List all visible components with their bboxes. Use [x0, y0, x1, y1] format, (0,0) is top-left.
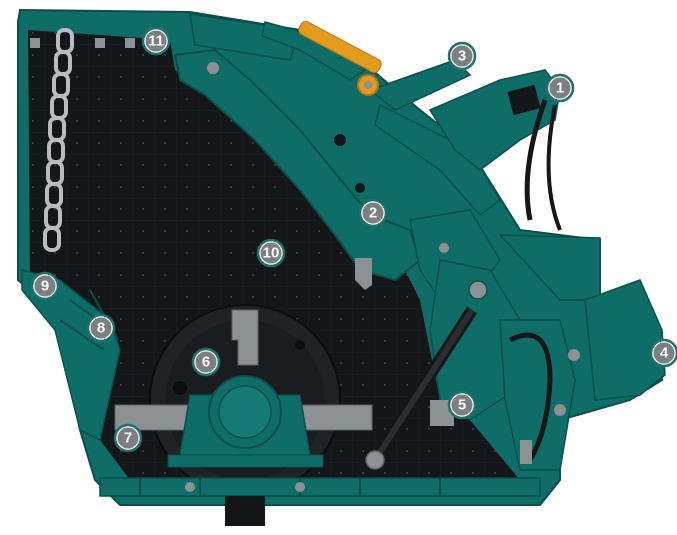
feed-chain	[43, 28, 74, 252]
callout-4: 4	[649, 338, 677, 368]
callout-2: 2	[358, 198, 388, 228]
callout-8-label: 8	[97, 320, 105, 337]
callout-2-label: 2	[369, 205, 377, 222]
rotor-bearing	[167, 375, 324, 468]
discharge-side-frame	[498, 234, 666, 471]
callout-11: 11	[141, 26, 171, 56]
callout-4-label: 4	[660, 345, 669, 362]
callout-6-label: 6	[202, 354, 210, 371]
callout-9-label: 9	[41, 278, 49, 295]
apron-adjustment-arm	[368, 59, 562, 231]
callout-6: 6	[191, 347, 221, 377]
primary-apron	[173, 48, 422, 282]
top-cover	[30, 13, 367, 81]
callout-5: 5	[447, 390, 477, 420]
callout-5-label: 5	[458, 397, 466, 414]
blow-bars	[114, 258, 373, 431]
tension-rod	[365, 306, 478, 470]
callout-3-label: 3	[458, 48, 466, 65]
callout-8: 8	[86, 313, 116, 343]
callout-1-label: 1	[556, 80, 564, 97]
callout-11-label: 11	[148, 33, 164, 50]
hydraulic-cylinder	[298, 20, 382, 96]
callout-7-label: 7	[124, 430, 132, 447]
secondary-apron	[409, 209, 521, 426]
base-frame	[99, 477, 541, 526]
callout-1: 1	[545, 73, 575, 103]
callout-10-label: 10	[263, 245, 280, 262]
callout-9: 9	[30, 271, 60, 301]
callout-10: 10	[256, 238, 286, 268]
callout-3: 3	[447, 41, 477, 71]
callout-7: 7	[113, 423, 143, 453]
